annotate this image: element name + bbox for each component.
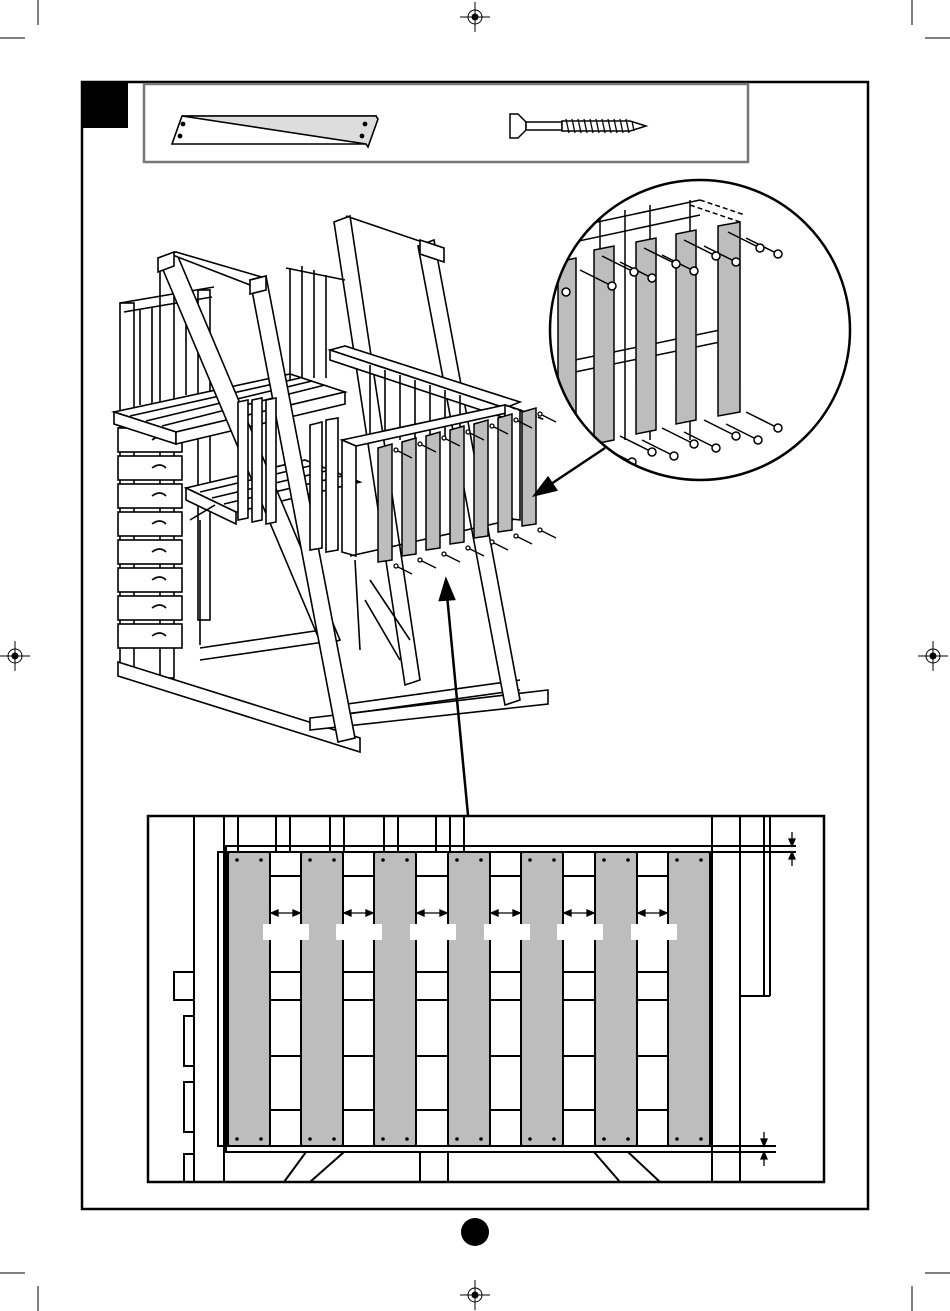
page-number-badge: [461, 1218, 489, 1246]
zoom-detail-circle: [540, 170, 860, 490]
spacing-detail-view: [148, 816, 824, 1182]
wood-board-icon: [172, 116, 378, 147]
registration-mark-right: [918, 641, 948, 671]
registration-mark-top: [460, 2, 490, 32]
step-number-badge: [82, 82, 128, 128]
parts-box: [144, 84, 748, 162]
registration-mark-bottom: [460, 1280, 490, 1310]
detail-boards: [228, 852, 710, 1146]
registration-mark-left: [0, 641, 30, 671]
